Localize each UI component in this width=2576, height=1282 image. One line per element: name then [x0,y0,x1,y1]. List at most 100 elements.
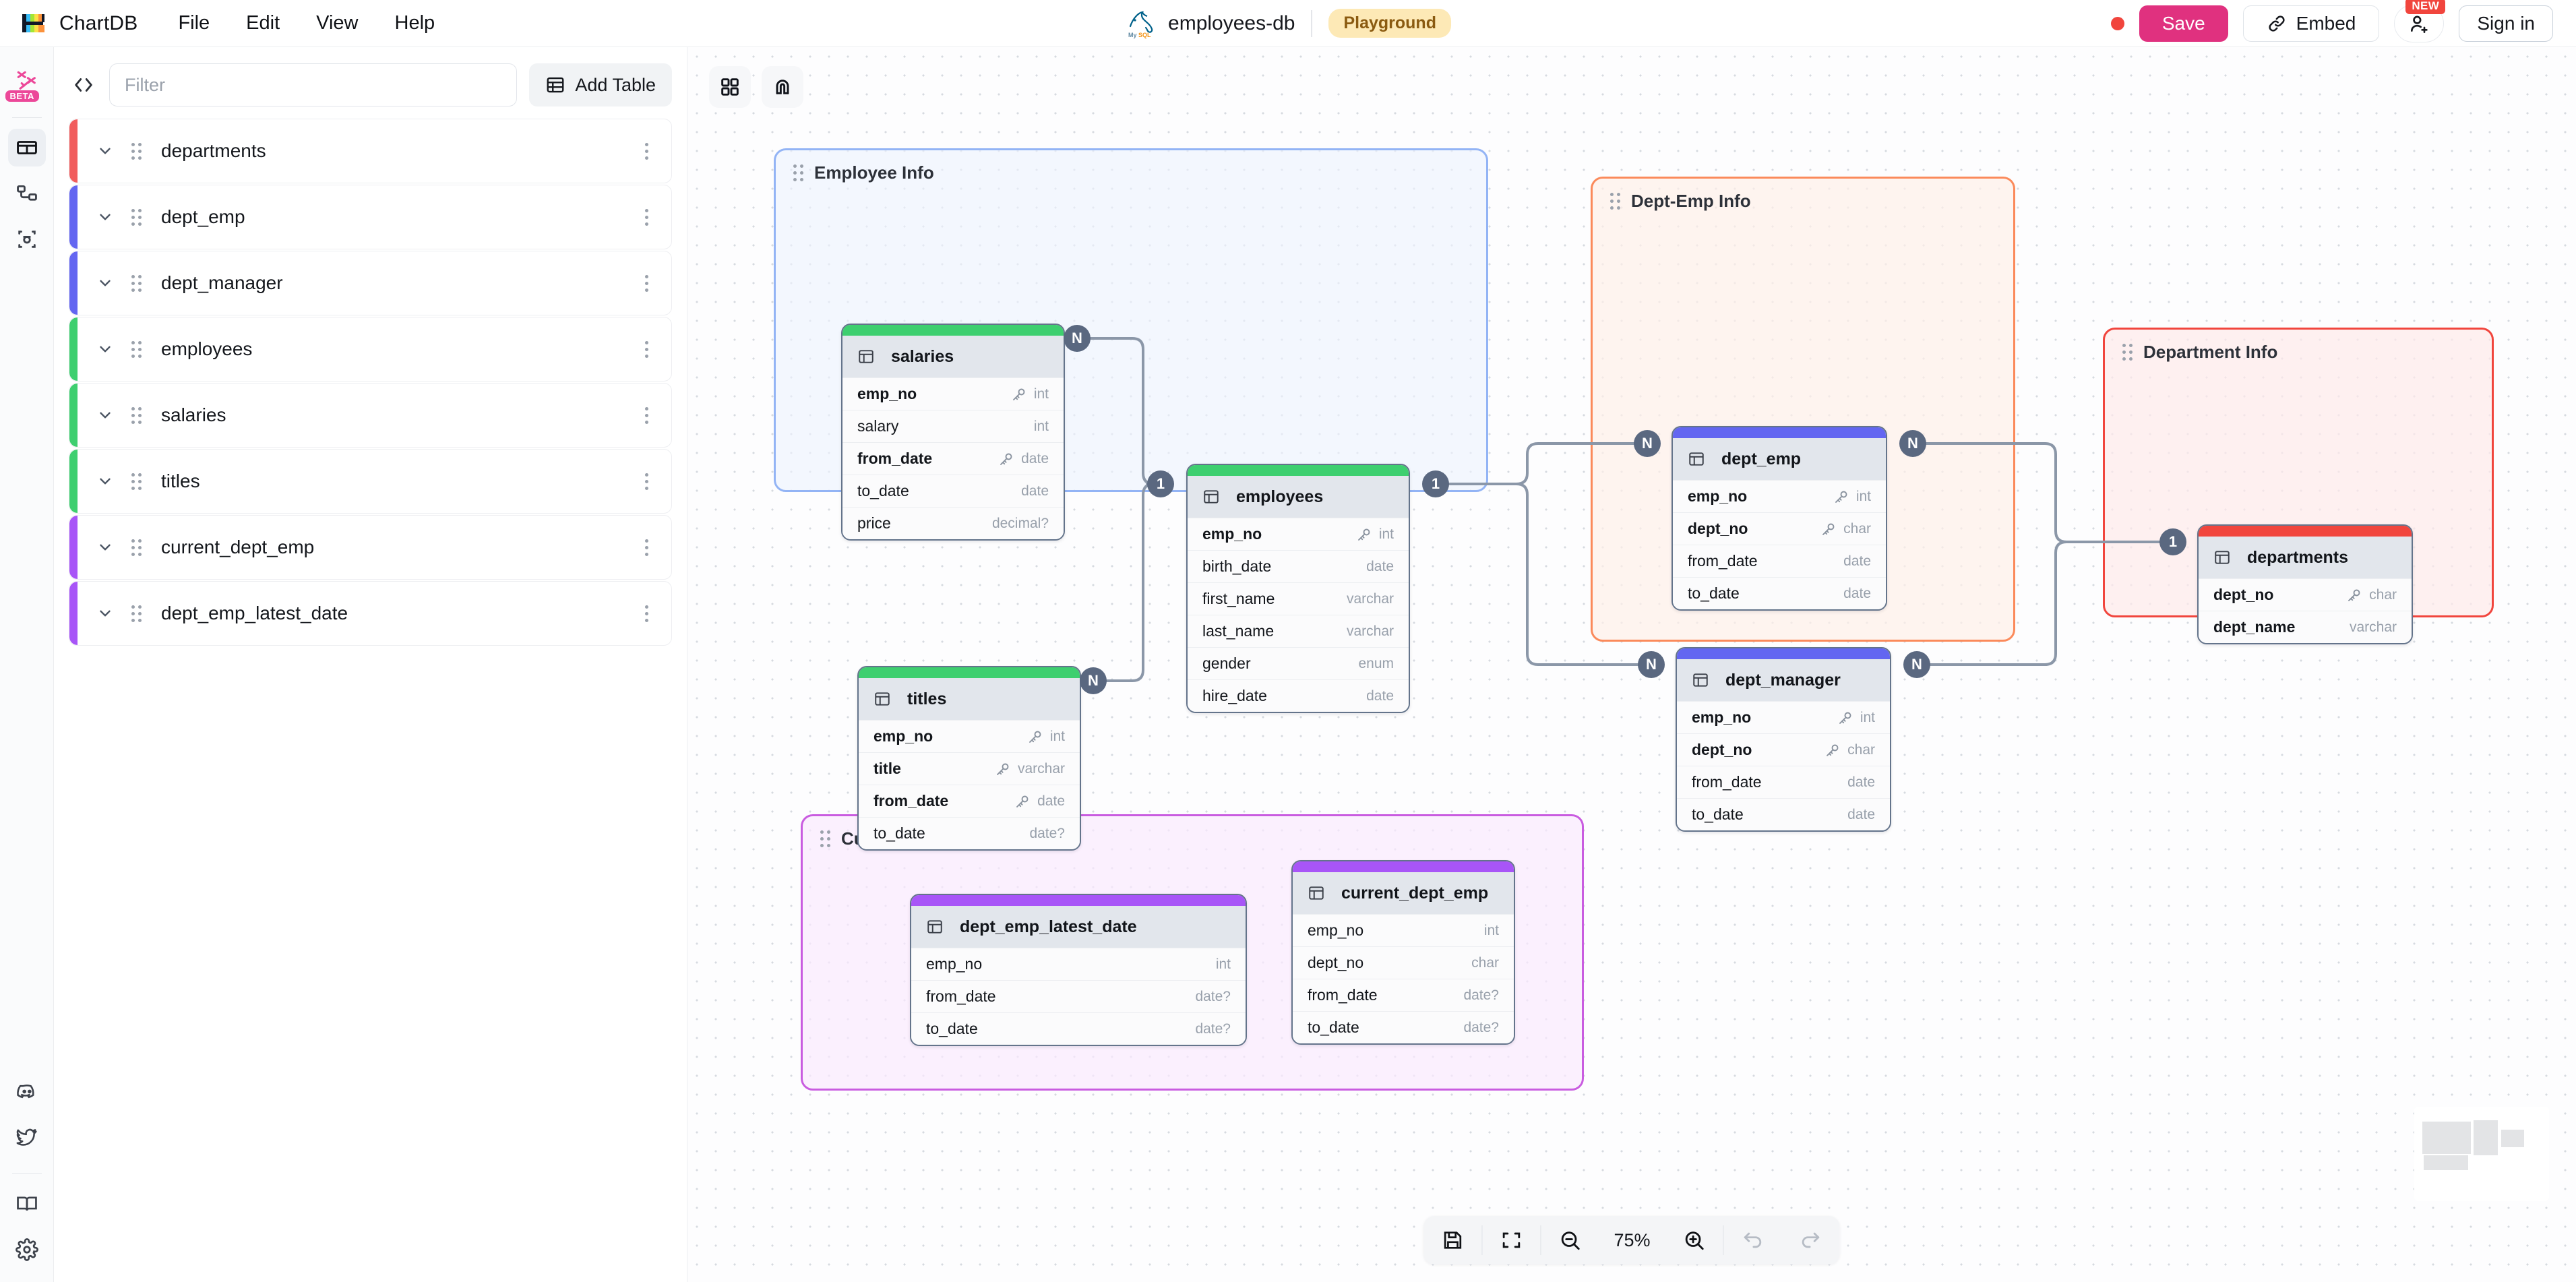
menu-file[interactable]: File [163,5,224,41]
drag-handle[interactable] [126,143,146,160]
table-node-dept_emp[interactable]: dept_empemp_nointdept_nocharfrom_datedat… [1672,426,1887,611]
table-node-header[interactable]: dept_emp_latest_date [911,906,1246,948]
diagram-canvas[interactable]: Employee InfoDept-Emp InfoDepartment Inf… [687,47,2576,1282]
table-node-titles[interactable]: titlesemp_nointtitlevarcharfrom_datedate… [857,666,1081,851]
column-row-to_date[interactable]: to_datedate [1677,798,1890,830]
column-row-last_name[interactable]: last_namevarchar [1188,615,1409,647]
table-options-button[interactable] [645,275,648,292]
area-drag-handle[interactable] [2122,344,2133,361]
table-list-item-titles[interactable]: titles [69,449,672,514]
add-user-button[interactable]: NEW [2394,5,2444,42]
expand-toggle[interactable] [94,472,117,490]
column-row-dept_no[interactable]: dept_nochar [2199,578,2412,611]
fit-view-button[interactable] [1482,1216,1540,1264]
auto-layout-button[interactable] [709,66,751,108]
table-node-employees[interactable]: employeesemp_nointbirth_datedatefirst_na… [1186,464,1410,713]
column-row-first_name[interactable]: first_namevarchar [1188,582,1409,615]
table-node-header[interactable]: employees [1188,476,1409,518]
table-node-dept_manager[interactable]: dept_manageremp_nointdept_nocharfrom_dat… [1676,647,1891,832]
column-row-to_date[interactable]: to_datedate? [1293,1011,1514,1043]
database-name[interactable]: employees-db [1168,12,1295,35]
expand-toggle[interactable] [94,340,117,358]
table-options-button[interactable] [645,209,648,226]
table-options-button[interactable] [645,341,648,358]
drag-handle[interactable] [126,539,146,556]
column-row-emp_no[interactable]: emp_noint [1188,518,1409,550]
sidebar-item-discord[interactable] [8,1072,46,1110]
sidebar-item-docs[interactable] [8,1185,46,1223]
column-row-dept_no[interactable]: dept_nochar [1293,946,1514,979]
table-node-header[interactable]: titles [859,678,1080,720]
save-button[interactable]: Save [2139,5,2228,42]
sidebar-item-relationships[interactable] [8,175,46,212]
menu-edit[interactable]: Edit [231,5,295,41]
table-list-item-employees[interactable]: employees [69,317,672,381]
area-drag-handle[interactable] [1610,193,1620,210]
table-node-header[interactable]: departments [2199,537,2412,578]
undo-button[interactable] [1724,1216,1782,1264]
sidebar-item-tables[interactable] [8,129,46,166]
zoom-level-label[interactable]: 75% [1599,1230,1665,1251]
table-list-item-dept_emp[interactable]: dept_emp [69,185,672,249]
save-diagram-button[interactable] [1423,1216,1481,1264]
table-node-salaries[interactable]: salariesemp_nointsalaryintfrom_datedatet… [841,324,1065,541]
column-row-hire_date[interactable]: hire_datedate [1188,679,1409,712]
drag-handle[interactable] [126,341,146,358]
drag-handle[interactable] [126,605,146,622]
column-row-emp_no[interactable]: emp_noint [859,720,1080,752]
column-row-to_date[interactable]: to_datedate? [911,1012,1246,1045]
expand-toggle[interactable] [94,208,117,226]
table-node-header[interactable]: dept_manager [1677,659,1890,701]
zoom-in-button[interactable] [1665,1216,1723,1264]
column-row-dept_no[interactable]: dept_nochar [1673,512,1886,545]
column-row-from_date[interactable]: from_datedate [1673,545,1886,577]
column-row-to_date[interactable]: to_datedate [1673,577,1886,609]
expand-toggle[interactable] [94,142,117,160]
drag-handle[interactable] [126,407,146,424]
column-row-emp_no[interactable]: emp_noint [1673,480,1886,512]
column-row-from_date[interactable]: from_datedate? [1293,979,1514,1011]
embed-button[interactable]: Embed [2243,5,2380,42]
table-options-button[interactable] [645,407,648,424]
table-list-item-dept_manager[interactable]: dept_manager [69,251,672,315]
table-list-item-salaries[interactable]: salaries [69,383,672,448]
column-row-emp_no[interactable]: emp_noint [1677,701,1890,733]
column-row-to_date[interactable]: to_datedate [842,475,1064,507]
expand-toggle[interactable] [94,539,117,556]
table-options-button[interactable] [645,143,648,160]
column-row-dept_name[interactable]: dept_namevarchar [2199,611,2412,643]
table-list-item-dept_emp_latest_date[interactable]: dept_emp_latest_date [69,581,672,646]
minimap[interactable] [2414,1107,2549,1201]
snap-to-grid-button[interactable] [762,66,803,108]
drag-handle[interactable] [126,209,146,226]
column-row-from_date[interactable]: from_datedate? [911,980,1246,1012]
table-list-item-departments[interactable]: departments [69,119,672,183]
table-options-button[interactable] [645,605,648,622]
drag-handle[interactable] [126,473,146,490]
sidebar-item-settings[interactable] [8,1231,46,1269]
column-row-gender[interactable]: genderenum [1188,647,1409,679]
column-row-emp_no[interactable]: emp_noint [1293,914,1514,946]
expand-toggle[interactable] [94,605,117,622]
menu-view[interactable]: View [301,5,373,41]
table-node-header[interactable]: current_dept_emp [1293,872,1514,914]
area-drag-handle[interactable] [793,164,803,181]
column-row-from_date[interactable]: from_datedate [842,442,1064,475]
column-row-emp_no[interactable]: emp_noint [842,377,1064,410]
table-node-departments[interactable]: departmentsdept_nochardept_namevarchar [2197,524,2413,644]
area-drag-handle[interactable] [820,830,830,847]
sign-in-button[interactable]: Sign in [2459,5,2553,42]
table-node-current_dept_emp[interactable]: current_dept_empemp_nointdept_nocharfrom… [1291,860,1515,1045]
column-row-salary[interactable]: salaryint [842,410,1064,442]
sidebar-item-twitter[interactable] [8,1118,46,1156]
column-row-birth_date[interactable]: birth_datedate [1188,550,1409,582]
expand-toggle[interactable] [94,274,117,292]
add-table-button[interactable]: Add Table [529,63,672,106]
column-row-emp_no[interactable]: emp_noint [911,948,1246,980]
zoom-out-button[interactable] [1541,1216,1599,1264]
column-row-title[interactable]: titlevarchar [859,752,1080,785]
column-row-from_date[interactable]: from_datedate [1677,766,1890,798]
column-row-to_date[interactable]: to_datedate? [859,817,1080,849]
table-node-header[interactable]: salaries [842,336,1064,377]
column-row-dept_no[interactable]: dept_nochar [1677,733,1890,766]
